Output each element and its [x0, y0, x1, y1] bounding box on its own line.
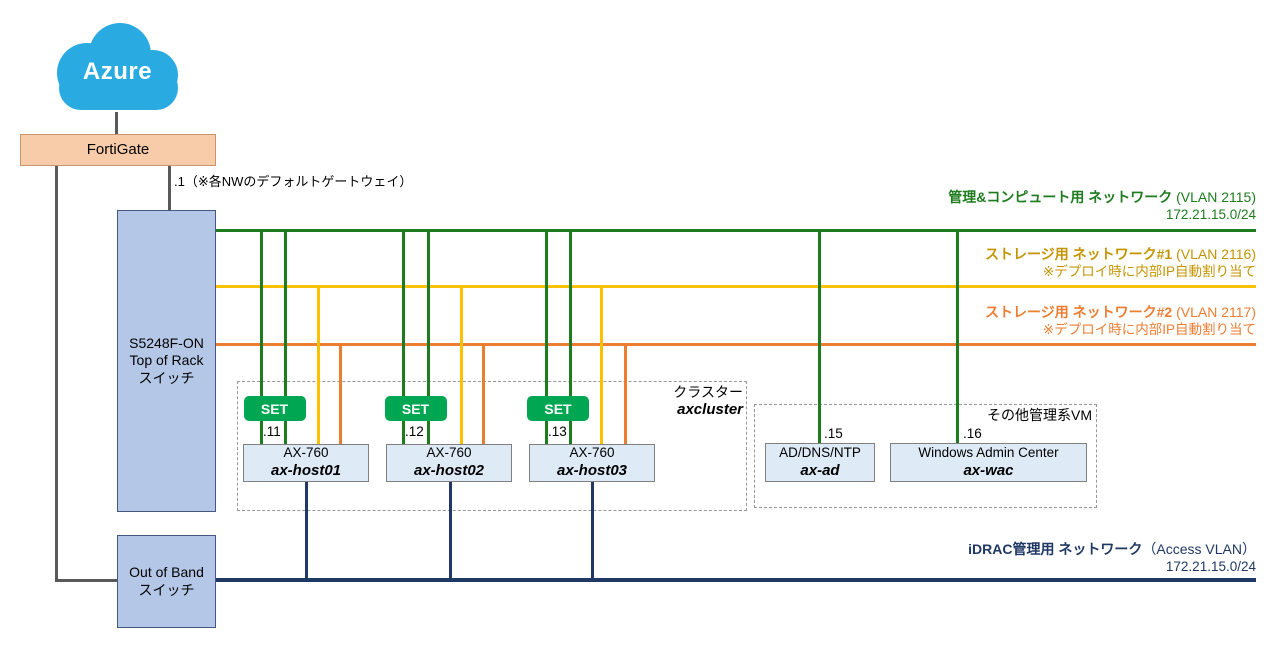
idrac-network-subnet: 172.21.15.0/24 — [1165, 559, 1256, 574]
tor-switch-desc: Top of Rack — [129, 352, 204, 369]
host3-ip-label: .13 — [548, 424, 567, 439]
host2-storage2-link — [481, 344, 485, 444]
host1-ip-label: .11 — [263, 424, 281, 439]
host1-model: AX-760 — [283, 445, 329, 461]
ad-vm-box: AD/DNS/NTP ax-ad — [765, 443, 875, 482]
host3-mgmt-link-a — [544, 230, 548, 396]
wac-vm-mgmt-link — [956, 230, 959, 444]
cluster-name: axcluster — [677, 401, 743, 418]
wac-vm-ip-label: .16 — [963, 426, 982, 441]
fortigate-label: FortiGate — [86, 140, 150, 158]
host2-model: AX-760 — [426, 445, 472, 461]
host2-mgmt-link-b — [426, 230, 430, 396]
host1-set-link-a — [259, 421, 263, 444]
host3-mgmt-link-b — [568, 230, 572, 396]
wac-vm-box: Windows Admin Center ax-wac — [890, 443, 1087, 482]
host2-ip-label: .12 — [405, 424, 424, 439]
storage2-network-line — [216, 342, 1256, 346]
host1-mgmt-link-a — [259, 230, 263, 396]
host1-idrac-link — [304, 482, 308, 579]
fortigate-to-tor-line — [168, 166, 171, 210]
host2-storage1-link — [459, 286, 463, 444]
azure-label: Azure — [82, 58, 153, 85]
cluster-group-box — [237, 381, 747, 511]
ad-vm-name: ax-ad — [800, 461, 840, 479]
host2-mgmt-link-a — [401, 230, 405, 396]
tor-switch-model: S5248F-ON — [129, 334, 204, 351]
host1-mgmt-link-b — [283, 230, 287, 396]
ad-vm-role: AD/DNS/NTP — [779, 444, 861, 460]
mgmt-network-line — [216, 228, 1256, 232]
host2-idrac-link — [448, 482, 452, 579]
host2-name: ax-host02 — [413, 462, 485, 480]
host1-storage1-link — [316, 286, 320, 444]
host3-storage1-link — [599, 286, 603, 444]
storage1-network-line — [216, 284, 1256, 288]
cloud-to-fortigate-line — [115, 112, 118, 134]
ad-vm-mgmt-link — [817, 230, 821, 444]
host2-set-badge: SET — [384, 396, 447, 421]
host2-box: AX-760 ax-host02 — [386, 444, 512, 482]
other-vms-group-label: その他管理系VM — [987, 407, 1092, 423]
host3-name: ax-host03 — [556, 462, 628, 480]
host3-idrac-link — [590, 482, 594, 579]
fortigate-box: FortiGate — [20, 134, 216, 166]
host3-set-link-b — [568, 421, 572, 444]
host1-storage2-link — [338, 344, 342, 444]
host1-set-badge: SET — [243, 396, 306, 421]
oob-switch-box: Out of Band スイッチ — [117, 535, 216, 628]
host3-set-badge: SET — [527, 396, 589, 421]
gateway-note: .1（※各NWのデフォルトゲートウェイ） — [174, 174, 413, 189]
wac-vm-role: Windows Admin Center — [918, 444, 1059, 460]
host3-box: AX-760 ax-host03 — [529, 444, 655, 482]
azure-cloud-icon — [57, 23, 178, 110]
storage2-network-label: ストレージ用 ネットワーク#2 (VLAN 2117) ※デプロイ時に内部IP自… — [985, 304, 1256, 337]
host1-box: AX-760 ax-host01 — [243, 444, 369, 482]
oob-switch-label2: スイッチ — [138, 581, 195, 598]
fortigate-to-oob-vline — [55, 166, 58, 581]
idrac-network-line — [216, 578, 1256, 582]
oob-switch-label: Out of Band — [129, 564, 204, 580]
other-vms-group-box — [754, 404, 1097, 508]
cluster-group-label: クラスター axcluster — [440, 384, 743, 418]
host1-set-link-b — [283, 421, 287, 444]
storage2-network-note: ※デプロイ時に内部IP自動割り当て — [1042, 322, 1256, 337]
host2-set-link-a — [401, 421, 405, 444]
host3-set-link-a — [544, 421, 548, 444]
host3-model: AX-760 — [569, 445, 615, 461]
wac-vm-name: ax-wac — [963, 461, 1014, 479]
tor-switch-desc2: スイッチ — [138, 369, 195, 386]
fortigate-to-oob-hline — [55, 579, 118, 582]
mgmt-network-subnet: 172.21.15.0/24 — [1165, 207, 1256, 222]
storage1-network-note: ※デプロイ時に内部IP自動割り当て — [1042, 264, 1256, 279]
tor-switch-box: S5248F-ON Top of Rack スイッチ — [117, 210, 216, 512]
storage1-network-label: ストレージ用 ネットワーク#1 (VLAN 2116) ※デプロイ時に内部IP自… — [985, 246, 1256, 279]
ad-vm-ip-label: .15 — [824, 426, 843, 441]
idrac-network-label: iDRAC管理用 ネットワーク（Access VLAN） 172.21.15.0… — [968, 541, 1256, 574]
host1-name: ax-host01 — [270, 462, 342, 480]
host3-storage2-link — [623, 344, 627, 444]
mgmt-network-label: 管理&コンピュート用 ネットワーク (VLAN 2115) 172.21.15.… — [948, 189, 1256, 222]
host2-set-link-b — [426, 421, 430, 444]
